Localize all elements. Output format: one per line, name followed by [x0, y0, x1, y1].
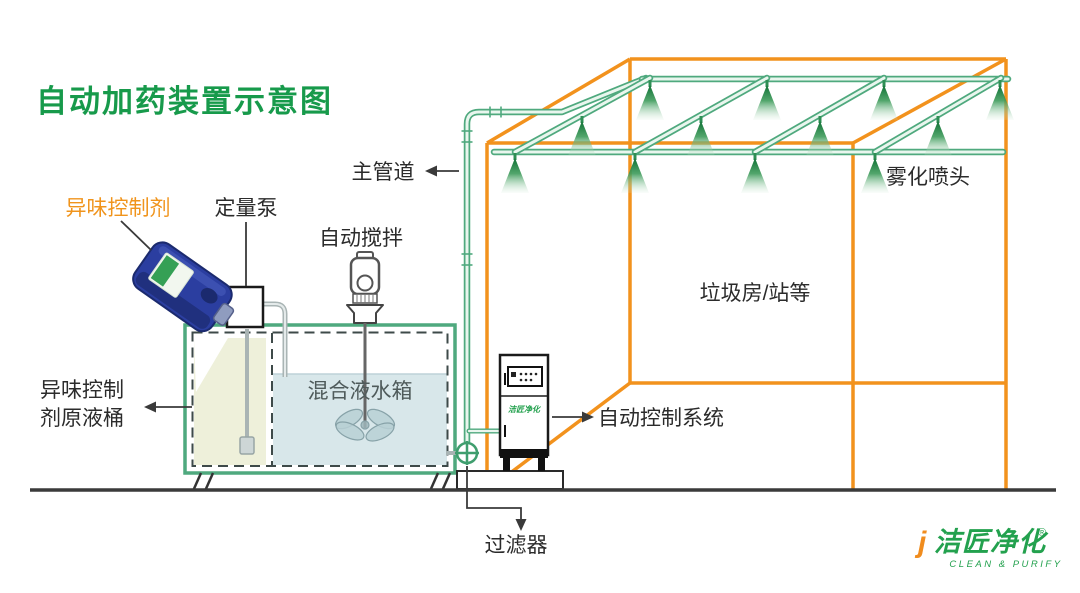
cabinet-door-logo: 洁匠净化: [508, 405, 542, 414]
jug-cap: [212, 302, 235, 326]
brand-registered-mark: ®: [1038, 527, 1046, 539]
brand-logo: j 洁匠净化 ® CLEAN & PURIFY: [914, 526, 1062, 570]
stirrer-coupling: [346, 304, 384, 324]
label-auto-control-system: 自动控制系统: [598, 407, 724, 430]
label-odor-control-agent: 异味控制剂: [66, 197, 171, 220]
odor-agent-pointer-line: [120, 220, 152, 251]
filter-arrowhead: [515, 519, 527, 531]
brand-tagline: CLEAN & PURIFY: [949, 559, 1062, 570]
label-atomizing-nozzle: 雾化喷头: [886, 166, 970, 189]
cabinet-display: [507, 366, 543, 387]
cabinet-base: [500, 449, 548, 458]
stock-barrel-arrowhead: [144, 401, 156, 413]
callouts: [144, 165, 594, 531]
label-main-pipe: 主管道: [352, 161, 415, 184]
main-pipe-arrowhead: [425, 165, 437, 177]
chemical-jug: [132, 241, 235, 333]
jug-handle: [200, 288, 218, 304]
jug-label: [148, 252, 194, 298]
metering-pump: [225, 285, 265, 329]
label-auto-stirring: 自动搅拌: [319, 227, 403, 250]
pump-suction-line: [239, 329, 255, 455]
suction-strainer: [239, 436, 255, 455]
label-stock-barrel-line2: 剂原液桶: [40, 407, 124, 430]
pipe-joint-ticks: [461, 106, 502, 266]
filter-valve: [446, 441, 479, 465]
label-filter: 过滤器: [485, 534, 548, 557]
label-garbage-room: 垃圾房/站等: [700, 282, 811, 305]
page-title: 自动加药装置示意图: [36, 84, 333, 119]
control-cabinet: 洁匠净化: [498, 353, 550, 471]
label-metering-pump: 定量泵: [215, 197, 278, 220]
tank-legs: [191, 472, 452, 492]
brand-initial: j: [914, 526, 927, 559]
propeller: [334, 408, 396, 442]
cabinet-plinth: [456, 470, 564, 490]
main-supply-pipe: [461, 74, 650, 449]
mixing-tank: [183, 323, 457, 492]
label-stock-barrel-line1: 异味控制: [40, 379, 124, 402]
filter-callout-line: [466, 466, 522, 519]
brand-name-cn: 洁匠净化: [934, 527, 1049, 557]
pump-discharge-line: [263, 301, 288, 377]
control-system-arrowhead: [582, 411, 594, 423]
stirrer-assembly: [334, 251, 396, 442]
label-mixing-tank: 混合液水箱: [308, 380, 413, 403]
pour-gap: [194, 338, 228, 392]
